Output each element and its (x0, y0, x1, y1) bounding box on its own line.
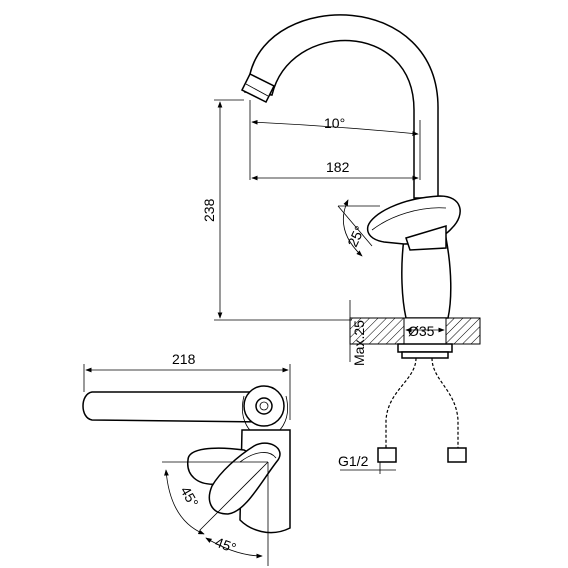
dim-connection: G1/2 (338, 453, 369, 469)
top-view: 218 45° 45° (82, 351, 291, 566)
dim-rotation-right: 45° (213, 534, 238, 556)
hose-left (385, 357, 417, 448)
dim-spout-reach: 182 (326, 159, 350, 175)
dim-max-thickness: Max.25 (351, 320, 367, 366)
dim-top-length: 218 (172, 351, 196, 367)
dim-height: 238 (201, 198, 217, 222)
faucet-body (401, 237, 452, 319)
mounting-nut (397, 343, 453, 353)
hose-right (431, 357, 459, 448)
dim-lever-angle: 25° (344, 223, 367, 249)
hose-fitting-left (377, 447, 397, 463)
lever-top (208, 442, 281, 515)
side-view: 10° 182 238 25° Ø35 Max.25 G1/2 (201, 14, 481, 474)
dim-rotation-left: 45° (177, 484, 201, 510)
dim-hole-diameter: Ø35 (408, 323, 435, 339)
hose-fitting-right (447, 447, 467, 463)
dim-spout-angle: 10° (324, 115, 345, 131)
